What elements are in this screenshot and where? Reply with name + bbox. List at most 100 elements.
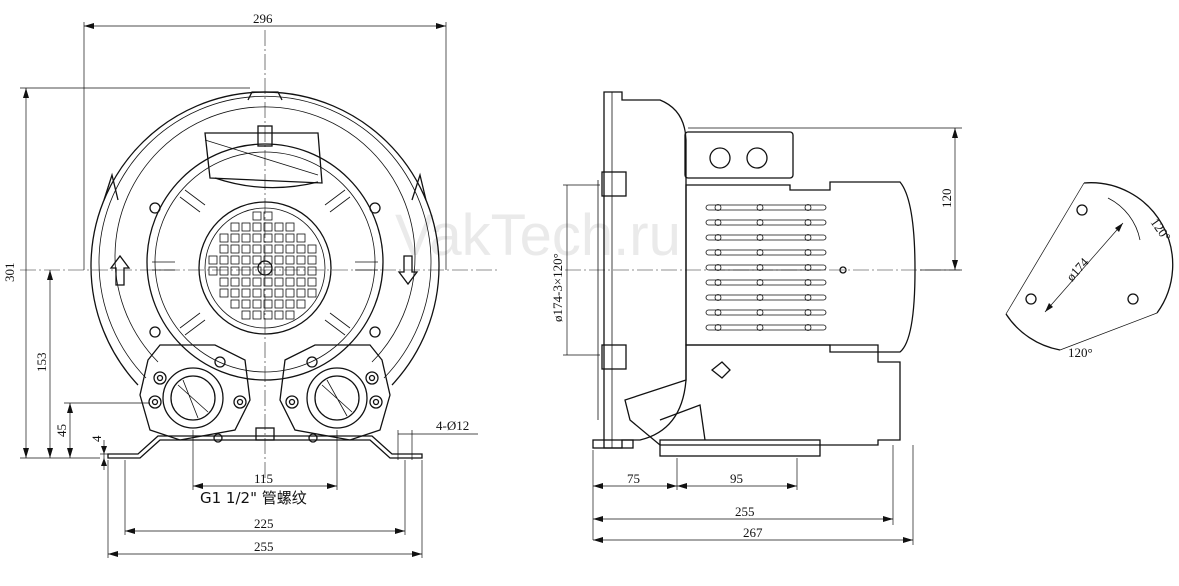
fin-dot bbox=[804, 264, 812, 271]
fan-grill-inner bbox=[204, 207, 326, 329]
screw-1 bbox=[149, 202, 161, 214]
detail-arc-top bbox=[1083, 182, 1174, 314]
grill-cell bbox=[208, 255, 218, 265]
grill-cell bbox=[263, 222, 273, 232]
grill-cell bbox=[252, 255, 262, 265]
fin-dot bbox=[756, 219, 764, 226]
detail-angle-bottom: 120° bbox=[1068, 345, 1093, 360]
grill-cell bbox=[285, 244, 295, 254]
grill-cell bbox=[230, 255, 240, 265]
grill-cell bbox=[241, 310, 251, 320]
housing-outer bbox=[90, 91, 440, 386]
grill-cell bbox=[241, 222, 251, 232]
fin-dot bbox=[756, 324, 764, 331]
fin-dot bbox=[756, 264, 764, 271]
grill-cell bbox=[252, 288, 262, 298]
dim-267: 267 bbox=[743, 525, 763, 540]
dim-45: 45 bbox=[54, 424, 69, 437]
base-plate bbox=[107, 435, 423, 459]
dim-4: 4 bbox=[89, 435, 104, 442]
dim-115: 115 bbox=[254, 471, 273, 486]
grill-cell bbox=[296, 288, 306, 298]
fin-dot bbox=[756, 234, 764, 241]
grill-cell bbox=[230, 222, 240, 232]
fin-dot bbox=[804, 309, 812, 316]
fin-dot bbox=[756, 249, 764, 256]
grill-cell bbox=[208, 266, 218, 276]
front-dimensions bbox=[20, 22, 478, 558]
grill-cell bbox=[296, 299, 306, 309]
grill-cell bbox=[274, 255, 284, 265]
grill-cell bbox=[285, 277, 295, 287]
fin-dot bbox=[714, 309, 722, 316]
dim-120: 120 bbox=[939, 189, 954, 209]
grill-cell bbox=[274, 310, 284, 320]
grill-cell bbox=[263, 277, 273, 287]
housing-inner-ring bbox=[146, 143, 384, 381]
side-dimensions bbox=[563, 127, 962, 545]
left-flange bbox=[139, 344, 251, 441]
grill-cell bbox=[307, 288, 317, 298]
terminal-base bbox=[214, 177, 319, 189]
detail-diameter: ø174 bbox=[1063, 254, 1092, 284]
pump-body bbox=[624, 344, 901, 446]
bolt-circle-note: ø174-3×120° bbox=[550, 253, 565, 322]
motor-fin bbox=[705, 264, 827, 271]
thread-note: G1 1/2" 管螺纹 bbox=[200, 489, 307, 507]
fin-dot bbox=[804, 279, 812, 286]
detail-radius-1 bbox=[1005, 182, 1085, 315]
front-view: 296 301 153 45 4 115 G1 1/2" 管螺纹 225 255… bbox=[2, 11, 500, 558]
screw-2 bbox=[149, 326, 161, 338]
grill-cell bbox=[296, 277, 306, 287]
terminal-gland bbox=[257, 125, 273, 147]
grill-cell bbox=[263, 244, 273, 254]
grill-cell bbox=[219, 244, 229, 254]
spokes bbox=[152, 189, 378, 336]
grill-cell bbox=[296, 244, 306, 254]
grill-cell bbox=[230, 299, 240, 309]
grill-cell bbox=[241, 266, 251, 276]
fin-dot bbox=[714, 219, 722, 226]
right-port-outer bbox=[306, 367, 368, 429]
right-ear bbox=[411, 172, 427, 201]
side-terminal-box bbox=[684, 131, 794, 179]
outlet-nozzle bbox=[659, 404, 706, 441]
grill-cell bbox=[296, 266, 306, 276]
dim-225: 225 bbox=[254, 516, 274, 531]
motor-fins bbox=[705, 204, 827, 331]
grill-cell bbox=[252, 299, 262, 309]
grill-cell bbox=[230, 277, 240, 287]
fin-dot bbox=[804, 219, 812, 226]
grill-cell bbox=[252, 277, 262, 287]
motor-fin bbox=[705, 294, 827, 301]
fin-dot bbox=[804, 324, 812, 331]
grill-cell bbox=[219, 233, 229, 243]
grill-cell bbox=[230, 266, 240, 276]
valve-marker bbox=[710, 361, 731, 379]
cable-gland-2 bbox=[746, 147, 768, 169]
motor-fin bbox=[705, 204, 827, 211]
terminal-box bbox=[204, 132, 323, 184]
screw-4 bbox=[369, 326, 381, 338]
housing-clamp-bottom bbox=[601, 344, 627, 370]
side-base bbox=[659, 439, 821, 457]
grill-cell bbox=[296, 255, 306, 265]
fin-dot bbox=[804, 294, 812, 301]
watermark: VakTech.ru bbox=[395, 203, 681, 268]
grill-cell bbox=[252, 244, 262, 254]
grill-cell bbox=[241, 277, 251, 287]
port-blades bbox=[177, 379, 353, 419]
grill-cell bbox=[219, 277, 229, 287]
fin-dot bbox=[714, 234, 722, 241]
grill-cell bbox=[263, 288, 273, 298]
grill-cell bbox=[274, 244, 284, 254]
fin-dot bbox=[756, 294, 764, 301]
grill-cell bbox=[274, 277, 284, 287]
dim-255-side: 255 bbox=[735, 504, 755, 519]
dim-296: 296 bbox=[253, 11, 273, 26]
grill-cell bbox=[285, 255, 295, 265]
detail-chord bbox=[1059, 312, 1158, 351]
motor-body bbox=[685, 181, 916, 353]
grill-cell bbox=[307, 255, 317, 265]
